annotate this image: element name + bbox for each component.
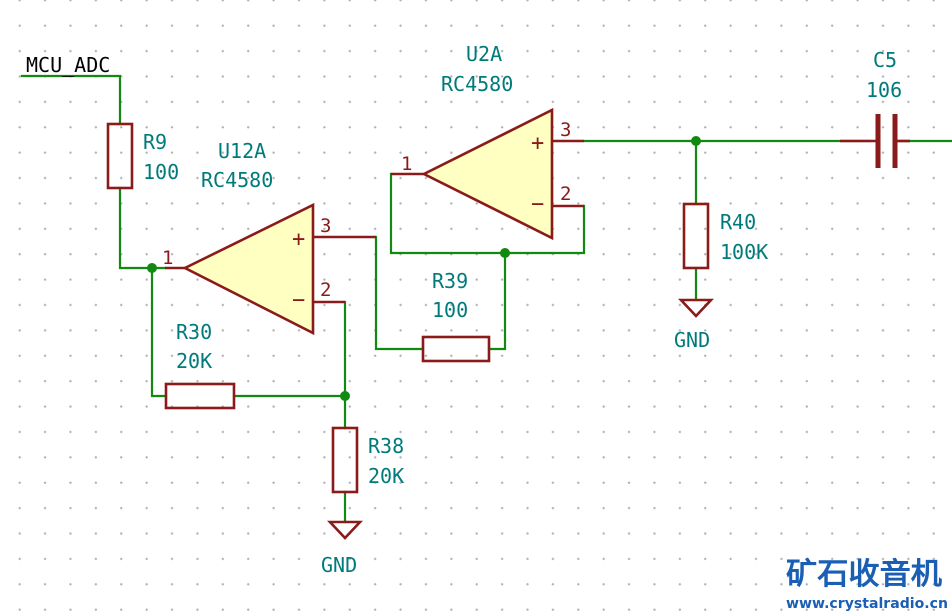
- u12a-minus-sign: −: [292, 288, 305, 313]
- junctions: [147, 136, 701, 401]
- wire-u12a-plus-to-r39: [374, 235, 425, 351]
- capacitor-c5: C5 106: [840, 48, 910, 168]
- u2a-pin1-number: 1: [401, 153, 412, 175]
- c5-value: 106: [866, 78, 902, 102]
- junction-dot: [340, 391, 350, 401]
- u2a-pin3-number: 3: [560, 119, 571, 141]
- r30-ref: R30: [176, 320, 212, 344]
- r38-ref: R38: [368, 434, 404, 458]
- u12a-triangle: [182, 202, 315, 336]
- watermark: 矿石收音机 www.crystalradio.cn: [786, 557, 948, 612]
- wire-feedback-r30-left: [150, 266, 168, 398]
- junction-dot: [691, 136, 701, 146]
- u2a-value: RC4580: [441, 72, 513, 96]
- r39-value: 100: [432, 298, 468, 322]
- u2a-minus-sign: −: [531, 192, 544, 217]
- u12a-plus-sign: +: [292, 227, 305, 252]
- resistor-r38: R38 20K: [331, 426, 404, 494]
- resistor-body: [331, 426, 359, 494]
- resistor-body: [164, 382, 236, 410]
- resistor-r30: R30 20K: [164, 320, 236, 410]
- wire-r9-to-u12a-out: [118, 186, 167, 270]
- r38-value: 20K: [368, 464, 404, 488]
- r39-ref: R39: [432, 269, 468, 293]
- r40-ref: R40: [720, 210, 756, 234]
- ground-symbol: GND: [321, 520, 364, 577]
- u2a-pin2-number: 2: [560, 183, 571, 205]
- u12a-ref: U12A: [218, 139, 266, 163]
- watermark-chinese: 矿石收音机: [786, 557, 942, 592]
- watermark-url: www.crystalradio.cn: [786, 596, 948, 612]
- gnd2-label: GND: [674, 328, 710, 352]
- gnd1-label: GND: [321, 553, 357, 577]
- net-label-mcu-adc: MCU_ADC: [26, 53, 110, 77]
- resistor-r39: R39 100: [421, 269, 491, 363]
- junction-dot: [500, 248, 510, 258]
- r40-value: 100K: [720, 240, 768, 264]
- u12a-value: RC4580: [201, 168, 273, 192]
- r30-value: 20K: [176, 349, 212, 373]
- junction-dot: [147, 263, 157, 273]
- u12a-pin1-number: 1: [162, 247, 173, 269]
- u2a-plus-sign: +: [531, 131, 544, 156]
- wire-r39-to-u2a-feedback: [487, 251, 507, 351]
- ground-symbol: GND: [674, 298, 715, 352]
- resistor-r9: R9 100: [106, 122, 179, 190]
- resistor-body: [421, 335, 491, 363]
- opamp-u12a: + − 3 2 1 U12A RC4580: [162, 139, 376, 336]
- r9-value: 100: [143, 160, 179, 184]
- resistor-body: [106, 122, 134, 190]
- wire-mcu-adc: [20, 74, 122, 126]
- wire-u2a-feedback-loop: [389, 172, 586, 255]
- opamp-u2a: + − 3 2 1 U2A RC4580: [391, 42, 584, 241]
- r9-ref: R9: [143, 130, 167, 154]
- resistor-body: [682, 202, 710, 270]
- u12a-pin2-number: 2: [320, 279, 331, 301]
- ground-icon: [677, 298, 715, 318]
- u2a-triangle: [421, 107, 554, 241]
- ground-icon: [326, 520, 364, 540]
- u2a-ref: U2A: [466, 42, 502, 66]
- resistor-r40: R40 100K: [682, 202, 768, 270]
- c5-ref: C5: [873, 48, 897, 72]
- u12a-pin3-number: 3: [320, 215, 331, 237]
